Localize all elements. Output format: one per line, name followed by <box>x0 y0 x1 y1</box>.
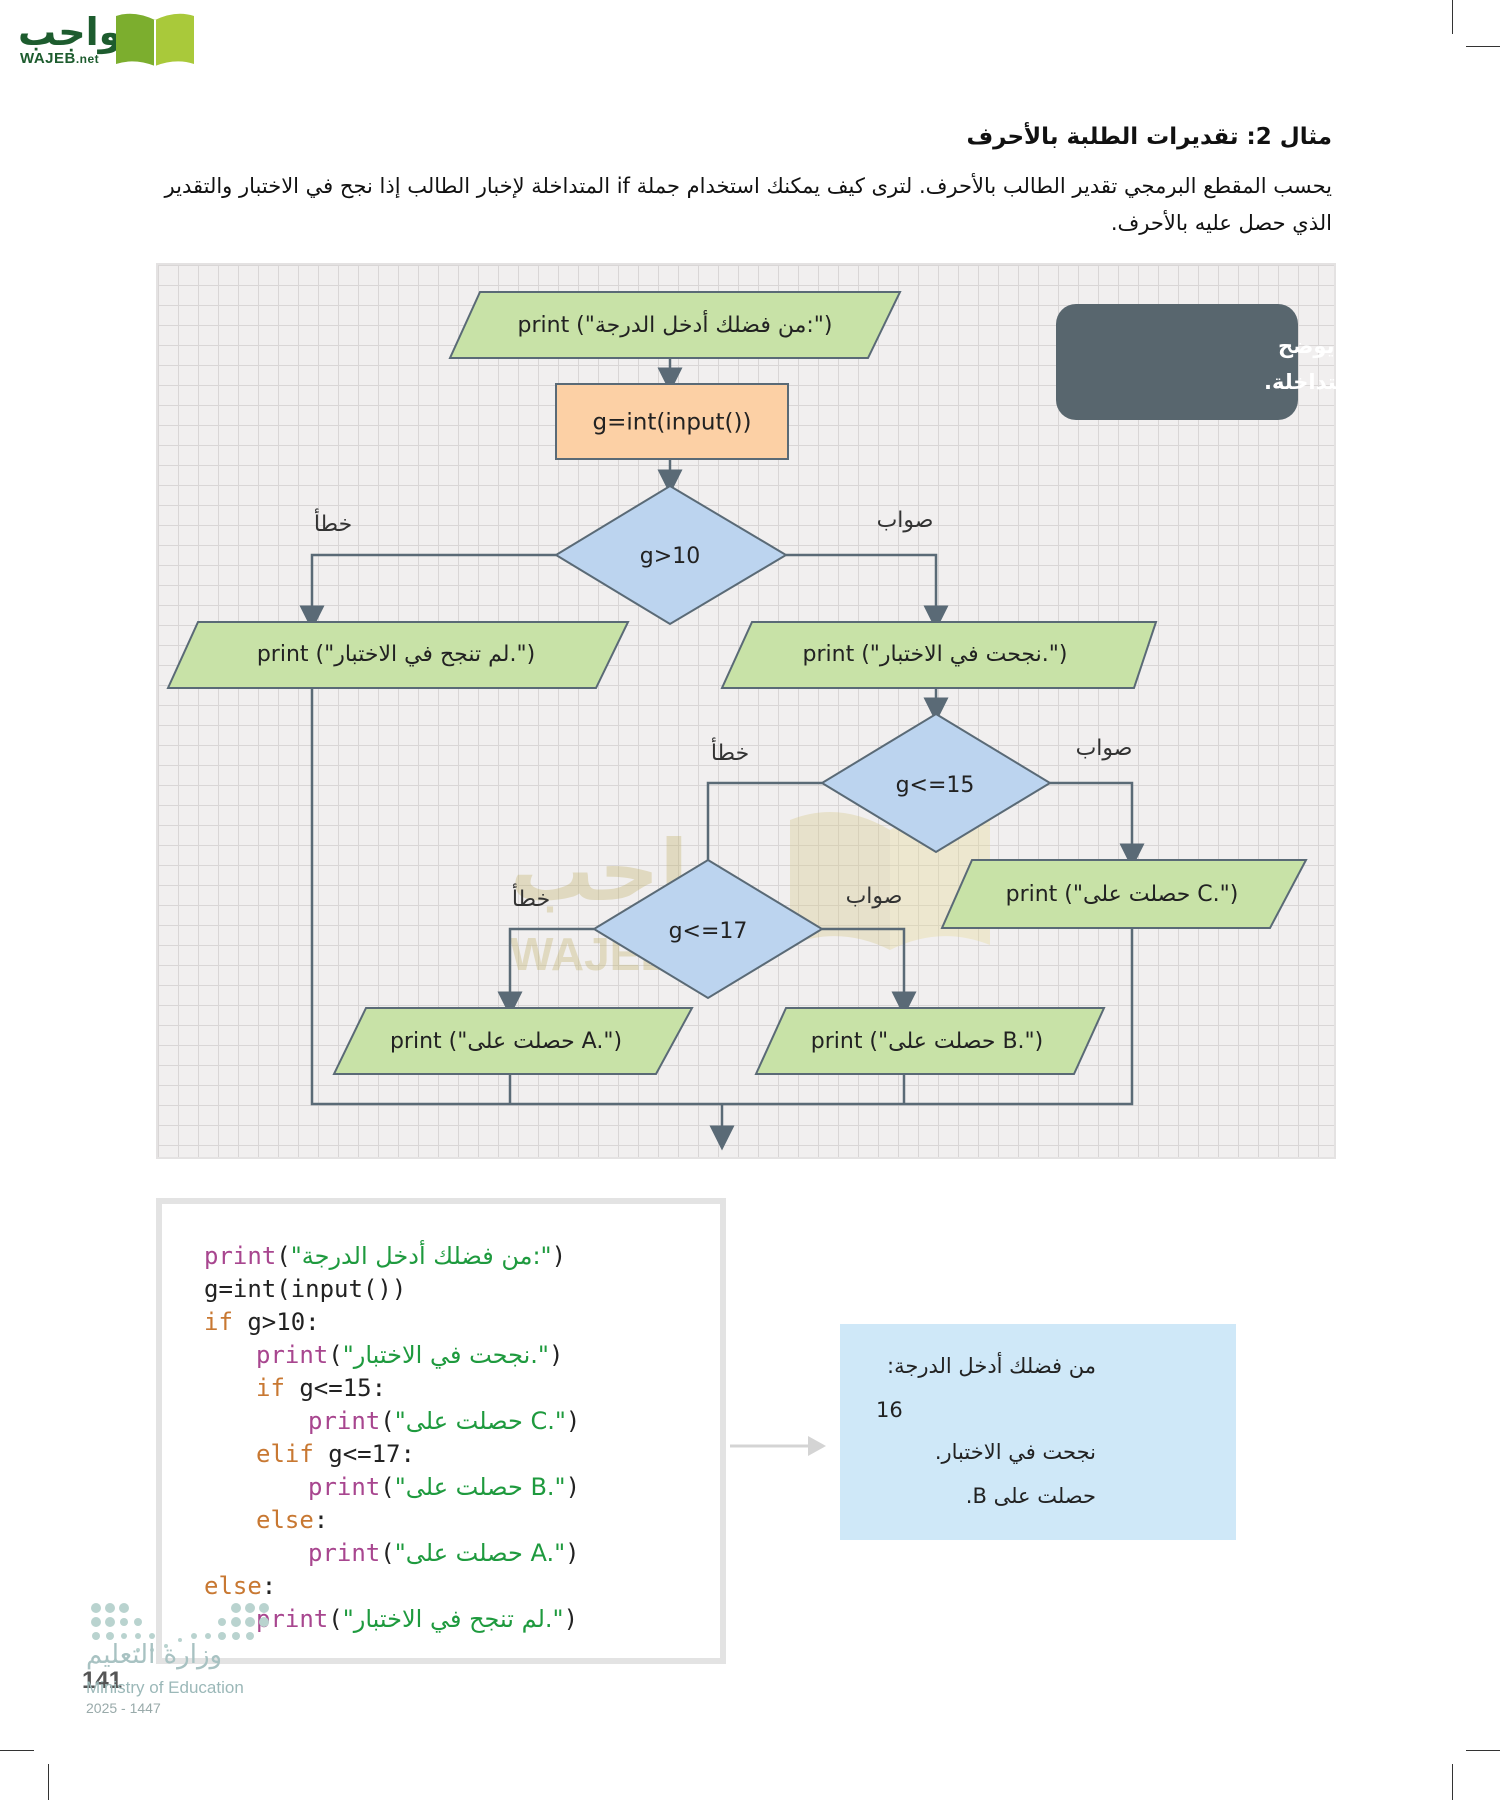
false-label: خطأ <box>512 883 550 912</box>
prompt-io-label: print ("من فضلك أدخل الدرجة:") <box>518 310 833 338</box>
open-book-icon <box>116 13 194 66</box>
code-line-12: print("لم تنجح في الاختبار.") <box>256 1605 579 1633</box>
decision-g-le-17 <box>592 858 824 1000</box>
code-line-2: g=int(input()) <box>204 1275 407 1303</box>
output-line-3: نجحت في الاختبار. <box>934 1440 1096 1464</box>
program-output: من فضلك أدخل الدرجة: 16 نجحت في الاختبار… <box>840 1324 1236 1540</box>
code-line-1: print("من فضلك أدخل الدرجة:") <box>204 1242 567 1270</box>
grade-a-io-label: print ("حصلت على A.") <box>390 1029 622 1054</box>
prompt-io-shape <box>448 291 902 359</box>
code-line-5: if g<=15: <box>256 1374 387 1402</box>
code-line-4: print("نجحت في الاختبار.") <box>256 1341 564 1369</box>
code-line-8: print("حصلت على B.") <box>308 1473 581 1501</box>
code-line-3: if g>10: <box>204 1308 320 1336</box>
logo-arabic: واجب <box>18 10 123 54</box>
caption-line-1: مخطط انسيابي يوضح <box>1278 334 1500 358</box>
flowchart: واجب WAJEB.net مخطط انسيابي يوضح جملة if… <box>166 291 1500 1151</box>
grade-c-io-shape <box>940 859 1308 929</box>
grade-b-io-label: print ("حصلت على B.") <box>811 1029 1043 1054</box>
wajeb-logo[interactable]: واجب WAJEB.net <box>8 6 194 68</box>
false-label: خطأ <box>711 737 749 766</box>
grade-b-io-shape <box>754 1007 1106 1075</box>
crop-mark <box>1452 1764 1453 1800</box>
ministry-logo-dots <box>91 1603 269 1652</box>
crop-mark <box>48 1764 49 1800</box>
code-line-10: print("حصلت على A.") <box>308 1539 580 1567</box>
pass-io-label: print ("نجحت في الاختبار.") <box>803 642 1068 667</box>
code-line-9: else: <box>256 1506 329 1534</box>
connector-lines <box>299 358 1145 1151</box>
crop-mark <box>1466 46 1500 47</box>
flowchart-caption-box <box>1056 304 1298 420</box>
true-label: صواب <box>846 884 903 909</box>
decision-g-le-15-label: g<=15 <box>896 773 975 798</box>
caption-line-2: جملة if المتداخلة. <box>1264 370 1447 394</box>
ministry-name-english: Ministry of Education <box>86 1678 244 1697</box>
input-process-shape <box>555 383 789 460</box>
example-heading: مثال 2: تقديرات الطلبة بالأحرف <box>966 124 1332 150</box>
crop-mark <box>1466 1750 1500 1751</box>
fail-io-label: print ("لم تنجح في الاختبار.") <box>257 642 535 667</box>
false-label: خطأ <box>314 508 352 537</box>
input-process-label: g=int(input()) <box>593 410 752 436</box>
grade-a-io-shape <box>332 1007 694 1075</box>
code-line-7: elif g<=17: <box>256 1440 415 1468</box>
intro-paragraph: يحسب المقطع البرمجي تقدير الطالب بالأحرف… <box>164 174 1332 235</box>
pass-io-shape <box>720 621 1158 689</box>
output-line-4: حصلت على B. <box>965 1484 1096 1508</box>
crop-mark <box>1452 0 1453 34</box>
logo-latin: WAJEB.net <box>20 50 100 67</box>
output-line-1: من فضلك أدخل الدرجة: <box>887 1354 1096 1378</box>
decision-g-le-15 <box>820 712 1052 854</box>
year-label: 2025 - 1447 <box>86 1700 161 1716</box>
crop-mark <box>0 1750 34 1751</box>
page-number: 141 <box>82 1667 123 1694</box>
output-arrow-icon <box>730 1436 826 1456</box>
fail-io-shape <box>166 621 630 689</box>
decision-g-le-17-label: g<=17 <box>669 919 748 944</box>
code-listing: print("من فضلك أدخل الدرجة:") g=int(inpu… <box>156 1198 726 1664</box>
decision-g-gt-10 <box>554 484 788 626</box>
decision-g-gt-10-label: g>10 <box>640 544 700 569</box>
code-line-11: else: <box>204 1572 277 1600</box>
true-label: صواب <box>877 508 934 533</box>
grade-c-io-label: print ("حصلت على C.") <box>1006 882 1239 907</box>
code-line-6: print("حصلت على C.") <box>308 1407 581 1435</box>
output-line-2: 16 <box>876 1398 903 1422</box>
ministry-name-arabic: وزارة التعليم <box>86 1640 223 1670</box>
true-label: صواب <box>1076 736 1133 761</box>
